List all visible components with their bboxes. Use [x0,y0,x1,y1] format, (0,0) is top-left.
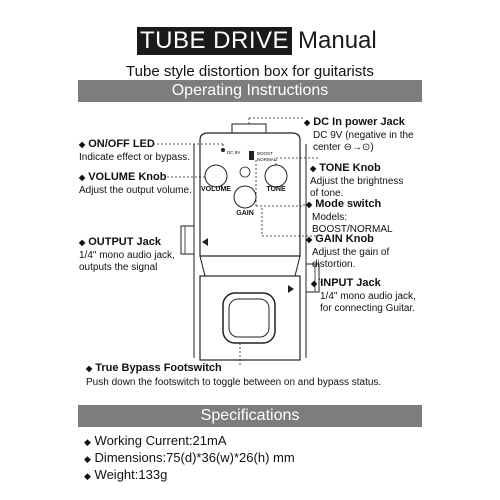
pedal-normal-label: NORMAL [257,157,277,162]
input-jack-callout: ◆ INPUT Jack 1/4" mono audio jack, for c… [311,277,416,315]
diamond-icon: ◆ [79,173,86,182]
spec-dimensions: Dimensions:75(d)*36(w)*26(h) mm [94,450,295,465]
tone-knob-title: TONE Knob [319,162,381,174]
specifications-header: Specifications [78,405,422,427]
manual-title-suffix: Manual [298,27,377,54]
diamond-icon: ◆ [86,364,93,373]
gain-knob-callout: ◆ GAIN Knob Adjust the gain of distortio… [306,233,389,271]
spec-item: ◆ Dimensions:75(d)*36(w)*26(h) mm [84,450,295,465]
diamond-icon: ◆ [310,164,317,173]
mode-switch-desc1: Models: [312,212,348,223]
mode-switch-desc2: BOOST/NORMAL [312,224,393,235]
volume-knob-icon [204,164,228,188]
mode-switch-icon [249,151,254,160]
gain-knob-icon [233,185,257,209]
on-off-led-title: ON/OFF LED [88,138,155,150]
pedal-gain-label: GAIN [236,210,254,217]
footswitch-title: True Bypass Footswitch [95,362,222,374]
manual-title: TUBE DRIVE [137,27,292,55]
input-arrow-icon [288,285,294,293]
diamond-icon: ◆ [311,279,318,288]
diamond-icon: ◆ [84,437,91,447]
pedal-dc-label: DC 9V [227,150,241,155]
input-jack-title: INPUT Jack [320,277,381,289]
tone-knob-icon [264,164,288,188]
gain-knob-desc1: Adjust the gain of [312,247,390,258]
volume-knob-callout: ◆ VOLUME Knob Adjust the output volume. [79,171,192,197]
diamond-icon: ◆ [306,200,313,209]
output-jack-desc1: 1/4" mono audio jack, [79,250,175,261]
gain-knob-desc2: distortion. [312,259,356,270]
output-jack-icon [180,225,195,255]
pedal-volume-label: VOLUME [201,186,231,193]
dc-jack-desc1: DC 9V (negative in the [313,130,414,141]
diamond-icon: ◆ [306,235,313,244]
spec-weight: Weight:133g [94,467,168,482]
tone-knob-desc2: of tone. [310,188,344,199]
pedal-boost-label: BOOST [257,151,273,156]
pedal-tone-label: TONE [266,186,286,193]
diamond-icon: ◆ [304,118,311,127]
mode-switch-title: Mode switch [315,198,382,210]
footswitch-icon [222,292,276,344]
output-jack-callout: ◆ OUTPUT Jack 1/4" mono audio jack, outp… [79,236,175,274]
mode-switch-callout: ◆ Mode switch Models: BOOST/NORMAL [306,198,393,236]
output-jack-title: OUTPUT Jack [88,236,161,248]
led-icon [221,148,225,152]
on-off-led-desc: Indicate effect or bypass. [79,152,190,163]
input-jack-desc2: for connecting Guitar. [320,303,416,314]
manual-subtitle: Tube style distortion box for guitarists [126,63,374,80]
output-arrow-icon [202,238,208,246]
tone-knob-desc1: Adjust the brightness [310,176,404,187]
diamond-icon: ◆ [84,454,91,464]
gain-knob-title: GAIN Knob [315,233,374,245]
dc-jack-desc2: center ⊖→⊙) [313,142,374,153]
output-jack-desc2: outputs the signal [79,262,158,273]
diamond-icon: ◆ [79,140,86,149]
footswitch-callout: ◆ True Bypass Footswitch Push down the f… [86,362,381,389]
dc-jack-title: DC In power Jack [313,116,405,128]
on-off-led-callout: ◆ ON/OFF LED Indicate effect or bypass. [79,138,190,164]
volume-knob-desc: Adjust the output volume. [79,185,192,196]
footswitch-desc: Push down the footswitch to toggle betwe… [86,377,382,388]
input-jack-desc1: 1/4" mono audio jack, [320,291,416,302]
dc-jack-callout: ◆ DC In power Jack DC 9V (negative in th… [304,116,414,154]
spec-item: ◆ Working Current:21mA [84,433,227,448]
spec-item: ◆ Weight:133g [84,467,167,482]
volume-knob-title: VOLUME Knob [88,171,167,183]
diamond-icon: ◆ [79,238,86,247]
operating-instructions-header: Operating Instructions [78,80,422,102]
diamond-icon: ◆ [84,471,91,481]
tone-knob-callout: ◆ TONE Knob Adjust the brightness of ton… [310,162,403,200]
spec-working-current: Working Current:21mA [94,433,227,448]
